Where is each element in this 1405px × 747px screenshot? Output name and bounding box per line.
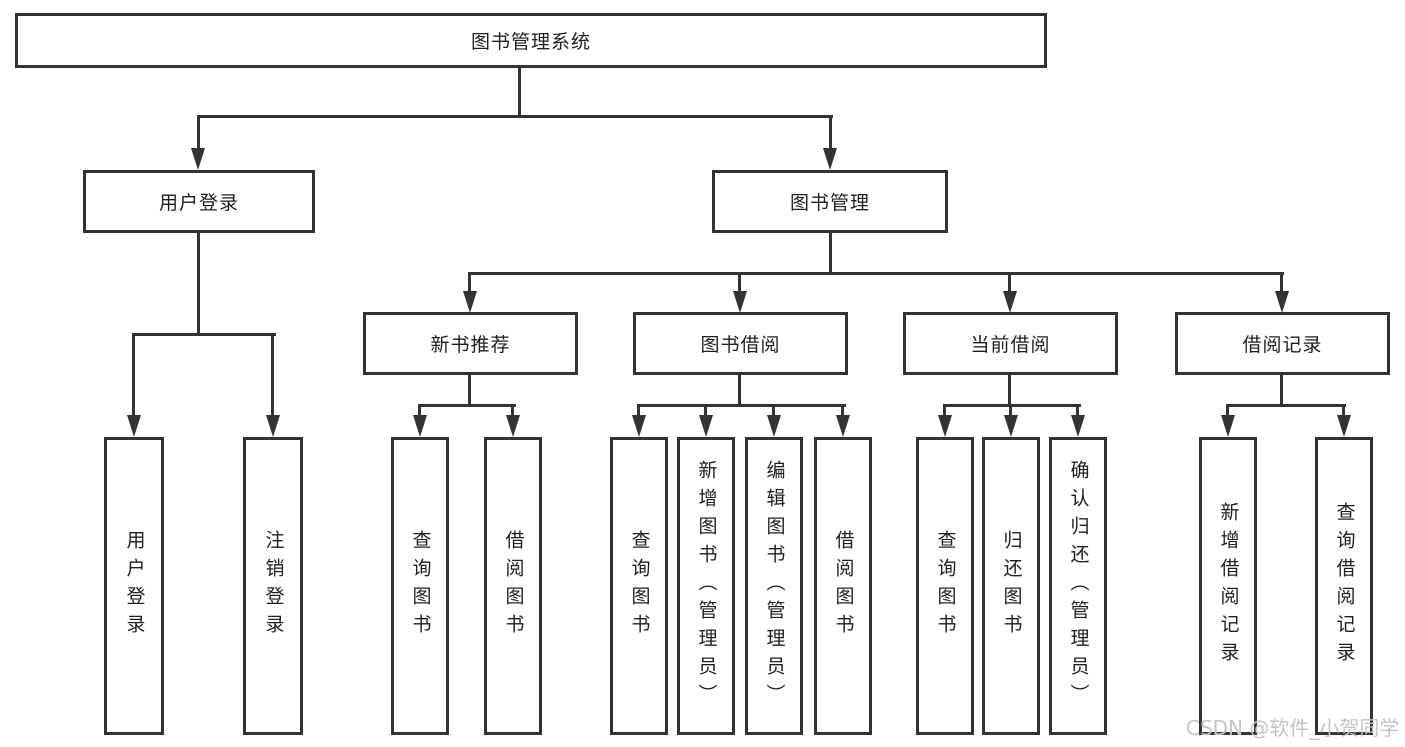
leaf-logout: 注销登录 [243, 437, 303, 735]
node-label: 用户登录 [158, 192, 239, 214]
connector-line [829, 233, 832, 275]
connector-line [518, 68, 521, 118]
connector-line [841, 404, 844, 417]
connector-line [271, 333, 274, 417]
connector-line [637, 404, 846, 407]
node-label: 图书管理系统 [470, 31, 591, 53]
arrow-down-icon [413, 415, 427, 437]
arrow-down-icon [938, 415, 952, 437]
connector-line [1280, 272, 1283, 294]
arrow-down-icon [1003, 291, 1017, 313]
arrow-down-icon [1004, 415, 1018, 437]
leaf-edit-books-admin: 编辑图书（管理员） [745, 437, 803, 735]
leaf-label: 查询借阅记录 [1333, 502, 1356, 670]
arrow-down-icon [632, 415, 646, 437]
arrow-down-icon [191, 148, 205, 170]
connector-line [1226, 404, 1346, 407]
node-label: 图书管理 [789, 192, 870, 214]
leaf-label: 查询图书 [409, 530, 432, 642]
leaf-return-books: 归还图书 [982, 437, 1040, 735]
connector-line [943, 404, 1081, 407]
leaf-label: 查询图书 [628, 530, 651, 642]
connector-line [418, 404, 421, 417]
node-new-book-recommend: 新书推荐 [363, 312, 578, 375]
connector-line [132, 333, 135, 417]
node-root-library-management-system: 图书管理系统 [15, 13, 1047, 68]
arrow-down-icon [463, 291, 477, 313]
arrow-down-icon [506, 415, 520, 437]
arrow-down-icon [699, 415, 713, 437]
connector-line [943, 404, 946, 417]
leaf-query-books-current: 查询图书 [916, 437, 974, 735]
connector-line [1280, 375, 1283, 407]
leaf-borrow-books-recommend: 借阅图书 [484, 437, 542, 735]
connector-line [511, 404, 514, 417]
connector-line [829, 115, 832, 150]
leaf-label: 用户登录 [123, 530, 146, 642]
arrow-down-icon [733, 291, 747, 313]
leaf-query-books-recommend: 查询图书 [391, 437, 449, 735]
connector-line [1008, 272, 1011, 294]
arrow-down-icon [836, 415, 850, 437]
leaf-label: 编辑图书（管理员） [763, 460, 786, 712]
node-user-login: 用户登录 [83, 170, 315, 233]
leaf-add-borrow-record: 新增借阅记录 [1199, 437, 1257, 735]
leaf-label: 借阅图书 [502, 530, 525, 642]
connector-line [1342, 404, 1345, 417]
node-label: 图书借阅 [700, 334, 781, 356]
connector-line [133, 333, 276, 336]
leaf-borrow-books: 借阅图书 [814, 437, 872, 735]
node-label: 借阅记录 [1242, 334, 1323, 356]
leaf-label: 新增借阅记录 [1217, 502, 1240, 670]
connector-line [1226, 404, 1229, 417]
node-borrow-records: 借阅记录 [1175, 312, 1390, 375]
connector-line [468, 272, 1284, 275]
leaf-label: 归还图书 [1000, 530, 1023, 642]
arrow-down-icon [1275, 291, 1289, 313]
arrow-down-icon [823, 148, 837, 170]
leaf-label: 注销登录 [262, 530, 285, 642]
connector-line [1076, 404, 1079, 417]
connector-line [704, 404, 707, 417]
arrow-down-icon [127, 415, 141, 437]
csdn-watermark: CSDN @软件_小贺同学 [1186, 716, 1400, 740]
arrow-down-icon [1221, 415, 1235, 437]
leaf-label: 确认归还（管理员） [1067, 460, 1090, 712]
node-book-management: 图书管理 [712, 170, 948, 233]
leaf-user-login: 用户登录 [104, 437, 164, 735]
leaf-confirm-return-admin: 确认归还（管理员） [1049, 437, 1107, 735]
arrow-down-icon [1071, 415, 1085, 437]
leaf-query-books: 查询图书 [610, 437, 668, 735]
connector-line [197, 233, 200, 336]
connector-line [418, 404, 516, 407]
leaf-add-books-admin: 新增图书（管理员） [677, 437, 735, 735]
connector-line [197, 115, 833, 118]
arrow-down-icon [767, 415, 781, 437]
arrow-down-icon [266, 415, 280, 437]
connector-line [1008, 375, 1011, 407]
connector-line [1009, 404, 1012, 417]
node-book-borrow: 图书借阅 [633, 312, 848, 375]
connector-line [468, 375, 471, 407]
connector-line [197, 115, 200, 150]
connector-line [468, 272, 471, 294]
node-current-borrow: 当前借阅 [903, 312, 1118, 375]
leaf-label: 新增图书（管理员） [695, 460, 718, 712]
connector-line [738, 272, 741, 294]
leaf-label: 借阅图书 [832, 530, 855, 642]
leaf-label: 查询图书 [934, 530, 957, 642]
node-label: 当前借阅 [970, 334, 1051, 356]
node-label: 新书推荐 [430, 334, 511, 356]
leaf-query-borrow-record: 查询借阅记录 [1315, 437, 1373, 735]
connector-line [738, 375, 741, 407]
connector-line [637, 404, 640, 417]
arrow-down-icon [1337, 415, 1351, 437]
connector-line [772, 404, 775, 417]
